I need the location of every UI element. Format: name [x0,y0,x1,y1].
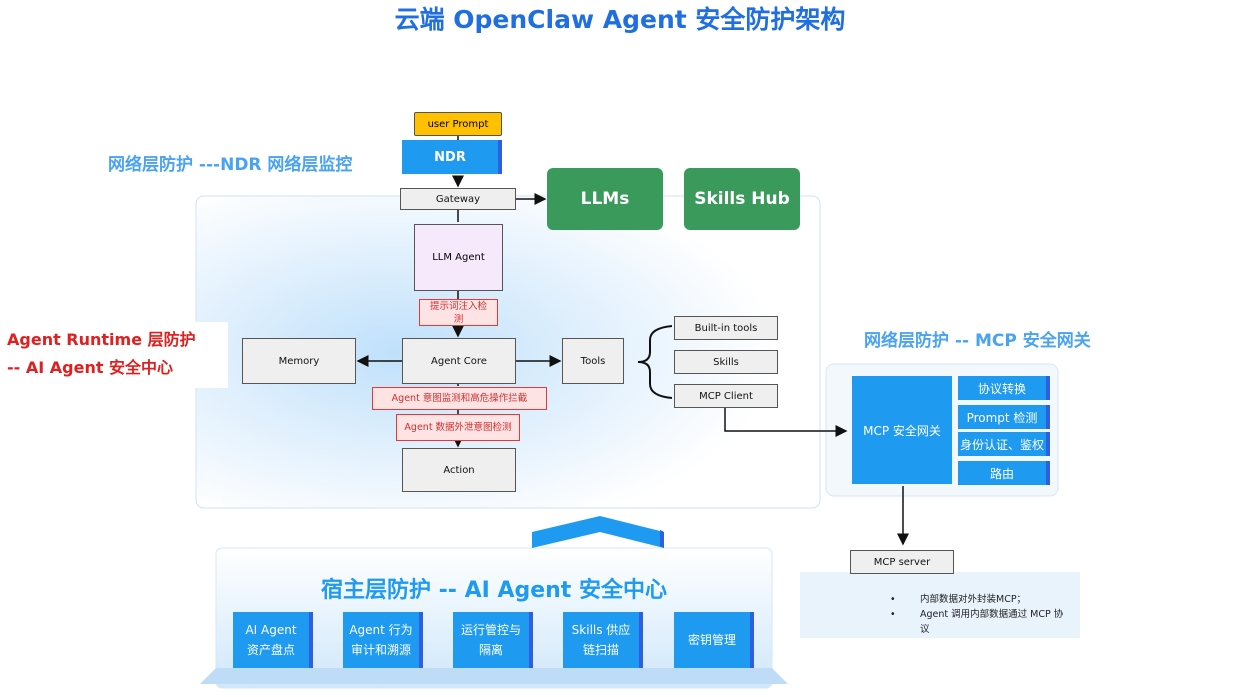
runtime-label-line2: -- AI Agent 安全中心 [7,358,174,377]
diagram-title: 云端 OpenClaw Agent 安全防护架构 [394,5,846,34]
tool-item-label: Skills [713,356,739,368]
host-item-runtime-isolation: 运行管控与隔离 [453,612,529,668]
user-prompt-label: user Prompt [427,118,489,130]
exfil-detect-label: Agent 数据外泄意图检测 [404,422,512,433]
memory-box: Memory [242,338,356,384]
host-item-key-management: 密钥管理 [674,612,750,668]
llms-label: LLMs [580,189,630,209]
skills-hub-label: Skills Hub [694,189,790,209]
memory-label: Memory [278,355,320,367]
tool-item-builtin: Built-in tools [674,316,778,340]
host-base-shadow [200,668,788,684]
tool-item-mcp-client: MCP Client [674,384,778,408]
mcp-layer-label: 网络层防护 -- MCP 安全网关 [864,331,1091,351]
mcp-feature-prompt: Prompt 检测 [958,405,1046,429]
tool-item-label: MCP Client [699,390,753,402]
action-label: Action [443,464,475,476]
prompt-injection-box: 提示词注入检测 [419,299,498,326]
exfil-detect-box: Agent 数据外泄意图检测 [396,414,520,441]
skills-hub-box: Skills Hub [684,168,800,230]
mcp-feature-label: 身份认证、鉴权 [959,437,1044,452]
tools-label: Tools [580,355,606,367]
host-item-supply-chain-scan: Skills 供应链扫描 [563,612,639,668]
mcp-gateway-box: MCP 安全网关 [852,376,952,484]
mcp-feature-auth: 身份认证、鉴权 [958,432,1046,456]
mcp-feature-routing: 路由 [958,461,1046,485]
mcp-notes: •内部数据对外封装MCP； •Agent 调用内部数据通过 MCP 协议 [890,592,1070,637]
llm-agent-box: LLM Agent [414,224,503,291]
action-box: Action [402,448,516,492]
agent-core-box: Agent Core [402,338,516,384]
ndr-box: NDR [402,140,498,174]
tools-brace [637,325,673,399]
mcp-feature-label: 路由 [989,466,1014,481]
host-item-behavior-audit: Agent 行为审计和溯源 [343,612,419,668]
ndr-layer-label: 网络层防护 ---NDR 网络层监控 [108,155,353,175]
tools-box: Tools [562,338,624,384]
user-prompt-box: user Prompt [414,112,502,136]
notes-panel [800,572,1080,638]
runtime-layer-label: Agent Runtime 层防护 -- AI Agent 安全中心 [0,322,228,388]
runtime-label-line1: Agent Runtime 层防护 [7,330,196,349]
mcp-note-item: •Agent 调用内部数据通过 MCP 协议 [890,609,1064,635]
intent-monitor-label: Agent 意图监测和高危操作拦截 [391,393,528,404]
mcp-feature-label: 协议转换 [977,381,1026,396]
tool-item-skills: Skills [674,350,778,374]
mcp-note-item: •内部数据对外封装MCP； [890,594,1027,605]
gateway-box: Gateway [400,188,516,210]
host-layer-label: 宿主层防护 -- AI Agent 安全中心 [321,578,667,603]
gateway-label: Gateway [435,193,481,205]
mcp-feature-label: Prompt 检测 [966,410,1038,425]
mcp-feature-protocol: 协议转换 [958,376,1046,400]
up-chevron [532,516,664,548]
ndr-label: NDR [434,149,466,165]
prompt-injection-label: 提示词注入检测 [429,300,487,325]
llms-box: LLMs [547,168,663,230]
intent-monitor-box: Agent 意图监测和高危操作拦截 [372,387,547,410]
mcp-gateway-label: MCP 安全网关 [863,423,941,438]
tool-item-label: Built-in tools [694,322,758,334]
mcp-server-box: MCP server [850,550,954,574]
llm-agent-label: LLM Agent [432,252,485,263]
mcp-server-label: MCP server [873,556,931,568]
agent-core-label: Agent Core [431,355,487,367]
